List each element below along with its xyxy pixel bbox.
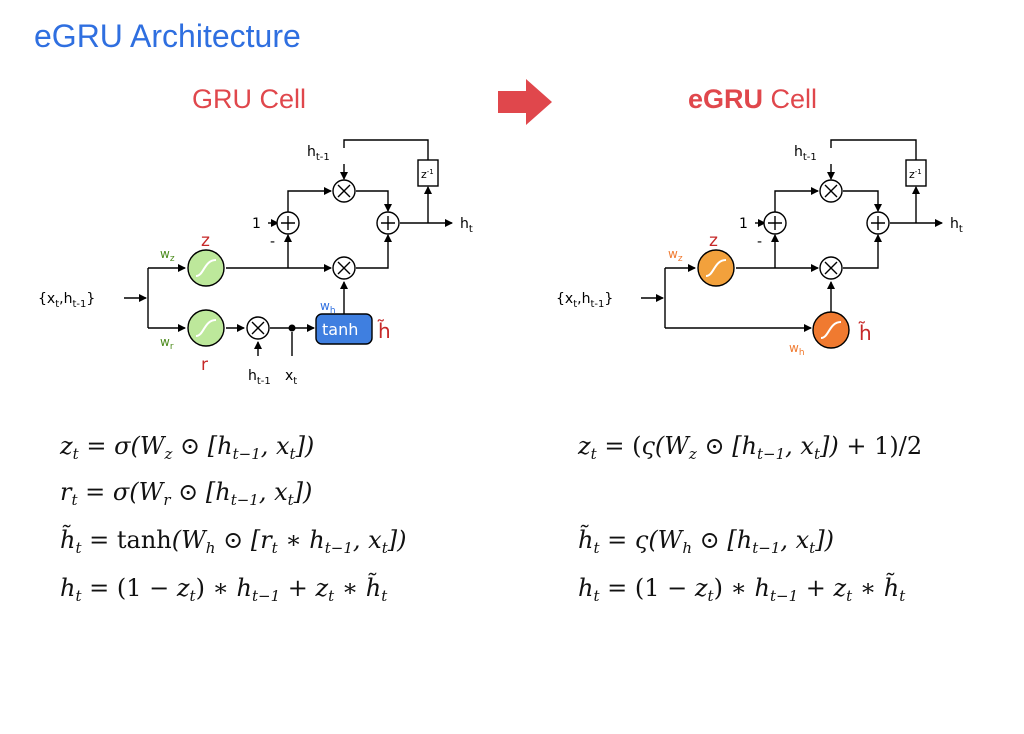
egru-eq-htilde: h̃t = ς(Wh ⊙ [ht−1, xt]) <box>578 526 834 557</box>
gru-z-gate-sigmoid <box>187 249 225 287</box>
egru-eq-z: zt = (ς(Wz ⊙ [ht−1, xt]) + 1)/2 <box>578 432 923 463</box>
svg-text:wh: wh <box>320 299 336 316</box>
egru-cell-title: eGRU Cell <box>688 84 817 115</box>
gru-cell-diagram <box>124 139 453 356</box>
gru-eq-r: rt = σ(Wr ⊙ [ht−1, xt]) <box>60 478 313 509</box>
gru-eq-z: zt = σ(Wz ⊙ [ht−1, xt]) <box>60 432 315 463</box>
svg-text:r: r <box>201 355 208 375</box>
gru-nodes <box>187 159 439 347</box>
svg-text:ht-1: ht-1 <box>794 144 817 163</box>
svg-text:xt: xt <box>285 368 297 387</box>
egru-cell-diagram <box>641 139 943 332</box>
svg-text:{xt,ht-1}: {xt,ht-1} <box>38 291 95 310</box>
egru-title-rest: Cell <box>763 84 818 114</box>
svg-text:z-1: z-1 <box>421 168 434 181</box>
egru-z-gate-softsign <box>697 249 735 287</box>
svg-text:1: 1 <box>739 216 748 232</box>
slide-title: eGRU Architecture <box>34 18 301 54</box>
gru-labels: {xt,ht-1} ht-1 1 - ht z-1 z r wz wr wh t… <box>38 144 473 387</box>
svg-text:z: z <box>709 231 718 251</box>
svg-text:ht-1: ht-1 <box>248 368 271 387</box>
egru-labels: {xt,ht-1} ht-1 1 - ht z-1 z wz wh h̃ <box>556 144 963 358</box>
svg-text:wr: wr <box>160 335 174 352</box>
gru-r-gate-sigmoid <box>187 309 225 347</box>
svg-text:1: 1 <box>252 216 261 232</box>
svg-text:h̃: h̃ <box>858 321 872 345</box>
egru-title-bold: eGRU <box>688 84 764 114</box>
svg-text:{xt,ht-1}: {xt,ht-1} <box>556 291 613 310</box>
svg-text:wz: wz <box>160 247 175 264</box>
svg-text:tanh: tanh <box>322 320 358 339</box>
gru-junction-dot <box>288 324 296 332</box>
transition-arrow-icon <box>498 79 552 125</box>
egru-h-softsign <box>812 311 850 349</box>
svg-text:ht-1: ht-1 <box>307 144 330 163</box>
svg-text:z: z <box>201 231 210 251</box>
gru-eq-htilde: h̃t = tanh(Wh ⊙ [rt ∗ ht−1, xt]) <box>60 526 407 557</box>
egru-nodes <box>697 159 927 349</box>
svg-text:wh: wh <box>789 341 805 358</box>
gru-tanh-box <box>315 313 373 345</box>
gru-cell-title: GRU Cell <box>192 84 307 114</box>
svg-text:-: - <box>757 234 762 250</box>
egru-delay-box <box>905 159 927 187</box>
svg-text:-: - <box>270 234 275 250</box>
egru-eq-h: ht = (1 − zt) ∗ ht−1 + zt ∗ h̃t <box>578 574 906 605</box>
svg-text:wz: wz <box>668 247 683 264</box>
gru-delay-box <box>417 159 439 187</box>
gru-eq-h: ht = (1 − zt) ∗ ht−1 + zt ∗ h̃t <box>60 574 388 605</box>
svg-text:h̃: h̃ <box>377 319 391 343</box>
svg-text:ht: ht <box>460 216 473 235</box>
svg-text:ht: ht <box>950 216 963 235</box>
svg-text:z-1: z-1 <box>909 168 922 181</box>
